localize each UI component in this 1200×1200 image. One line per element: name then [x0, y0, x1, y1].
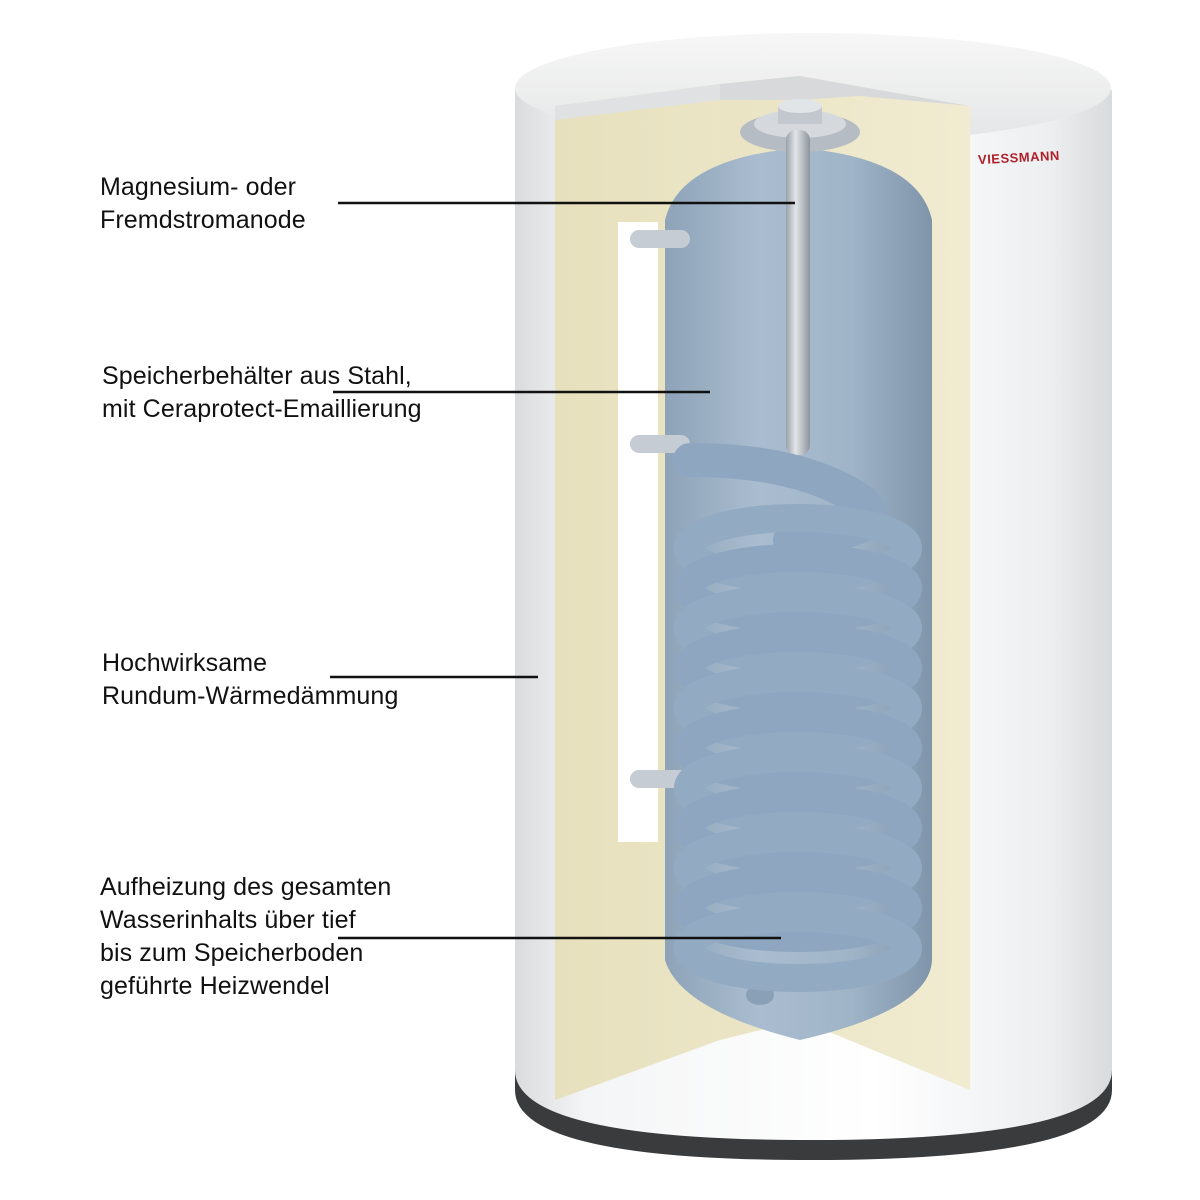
label-tank-line-2: mit Ceraprotect-Emaillierung	[102, 395, 422, 423]
heating-coil	[673, 443, 922, 992]
label-coil-line-4: geführte Heizwendel	[100, 972, 330, 1000]
label-coil-line-3: bis zum Speicherboden	[100, 939, 364, 967]
label-tank: Speicherbehälter aus Stahl, mit Ceraprot…	[102, 360, 422, 426]
connection-pipes	[630, 230, 774, 1005]
label-coil-line-2: Wasserinhalts über tief	[100, 906, 356, 934]
label-insulation: Hochwirksame Rundum-Wärmedämmung	[102, 647, 398, 713]
anode-rod	[786, 130, 810, 455]
cutaway-top	[555, 76, 970, 120]
label-insulation-line-1: Hochwirksame	[102, 649, 268, 677]
label-anode: Magnesium- oder Fremdstromanode	[100, 171, 306, 237]
label-insulation-line-2: Rundum-Wärmedämmung	[102, 682, 399, 710]
label-anode-line-1: Magnesium- oder	[100, 173, 297, 201]
leader-lines	[330, 201, 795, 940]
label-coil-line-1: Aufheizung des gesamten	[100, 873, 392, 901]
label-anode-line-2: Fremdstromanode	[100, 206, 306, 234]
inner-cavity	[618, 222, 658, 842]
label-tank-line-1: Speicherbehälter aus Stahl,	[102, 362, 412, 390]
label-coil: Aufheizung des gesamten Wasserinhalts üb…	[100, 871, 391, 1003]
